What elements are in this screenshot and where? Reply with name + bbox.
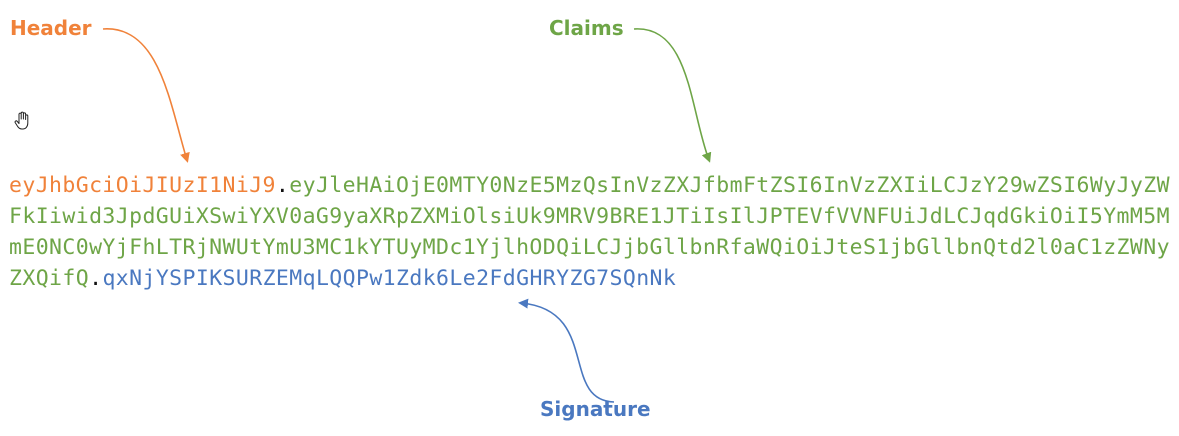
header-label: Header xyxy=(10,16,92,40)
claims-label: Claims xyxy=(549,16,624,40)
jwt-separator: . xyxy=(89,266,103,291)
signature-arrow xyxy=(518,298,615,403)
signature-label: Signature xyxy=(540,397,651,421)
jwt-header-segment: eyJhbGciOiJIUzI1NiJ9 xyxy=(9,173,276,198)
jwt-separator: . xyxy=(275,173,290,198)
claims-arrow xyxy=(633,28,712,163)
hand-cursor-icon xyxy=(14,111,29,130)
jwt-token: eyJhbGciOiJIUzI1NiJ9.eyJleHAiOjE0MTY0NzE… xyxy=(9,170,1174,294)
jwt-claims-segment: eyJleHAiOjE0MTY0NzE5MzQsInVzZXJfbmFtZSI6… xyxy=(9,173,1170,291)
header-arrow xyxy=(102,28,190,163)
jwt-signature-segment: qxNjYSPIKSURZEMqLQQPw1Zdk6Le2FdGHRYZG7SQ… xyxy=(102,266,677,291)
